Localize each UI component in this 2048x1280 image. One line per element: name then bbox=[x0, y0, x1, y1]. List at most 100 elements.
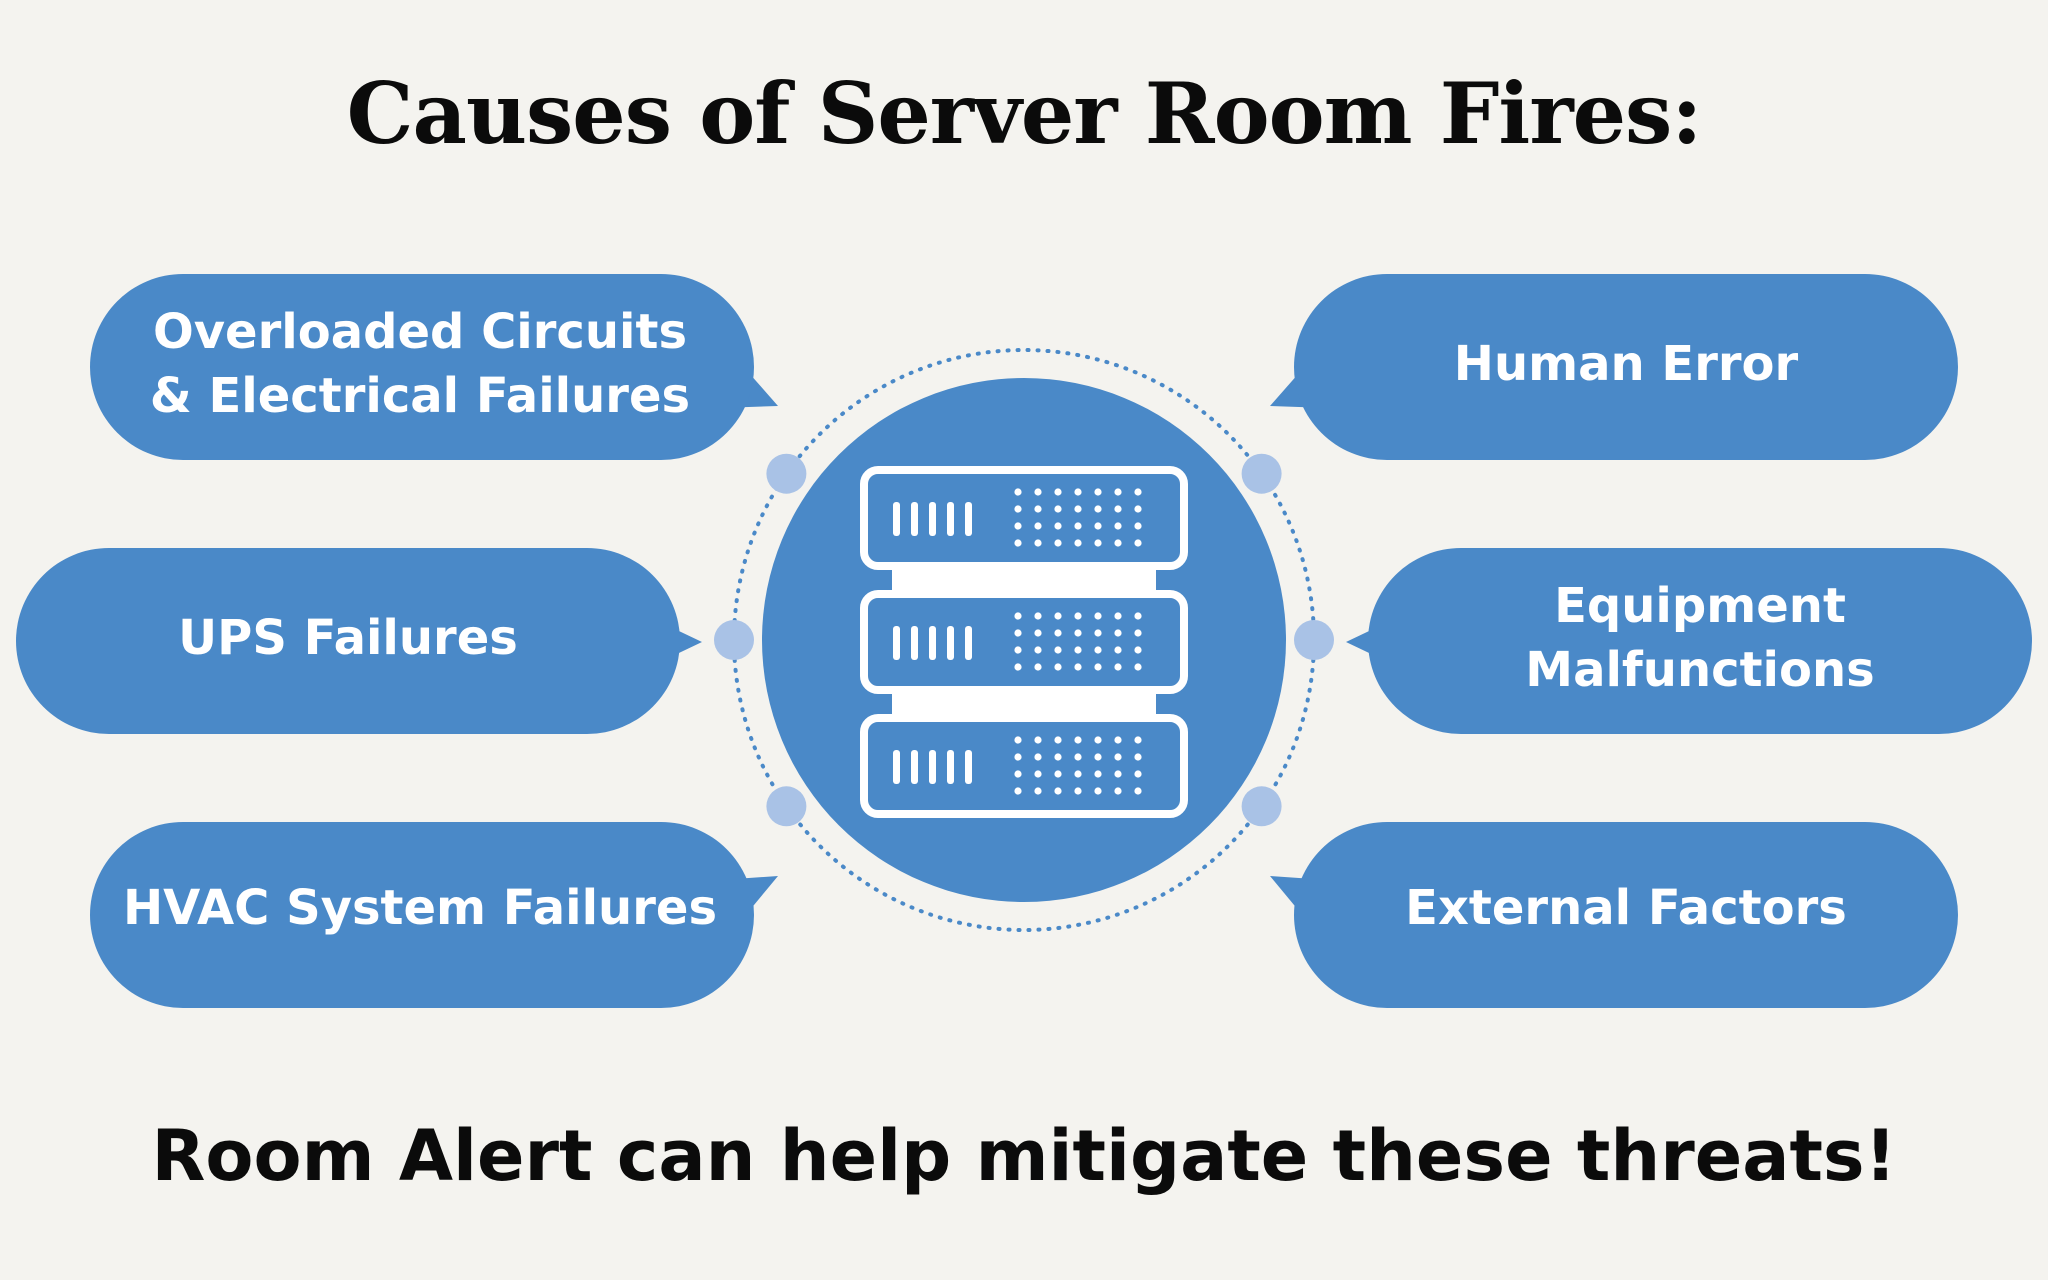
led-dot bbox=[1114, 505, 1122, 513]
led-dot bbox=[1034, 770, 1042, 778]
orbit-node bbox=[1241, 453, 1282, 494]
led-dot bbox=[1074, 488, 1082, 496]
led-dot bbox=[1134, 663, 1142, 671]
vent-bar bbox=[911, 750, 918, 784]
bubble-label-line: Malfunctions bbox=[1525, 642, 1874, 698]
led-dot bbox=[1094, 612, 1102, 620]
vent-bar bbox=[947, 502, 954, 536]
orbit-node bbox=[1294, 620, 1334, 660]
led-dot bbox=[1094, 488, 1102, 496]
bubble-label-line: & Electrical Failures bbox=[150, 368, 690, 424]
bubble-label-line: UPS Failures bbox=[178, 610, 518, 666]
led-dot bbox=[1034, 753, 1042, 761]
footer-tagline: Room Alert can help mitigate these threa… bbox=[151, 1115, 1897, 1197]
orbit-node bbox=[1241, 786, 1282, 827]
led-dot bbox=[1114, 629, 1122, 637]
vent-bar bbox=[929, 750, 936, 784]
led-dot bbox=[1054, 629, 1062, 637]
led-dot bbox=[1134, 505, 1142, 513]
led-dot bbox=[1134, 646, 1142, 654]
vent-bar bbox=[893, 502, 900, 536]
led-dot bbox=[1114, 770, 1122, 778]
vent-bar bbox=[965, 502, 972, 536]
led-dot bbox=[1134, 488, 1142, 496]
led-dot bbox=[1094, 505, 1102, 513]
led-dot bbox=[1094, 753, 1102, 761]
cause-bubble-ups-failures: UPS Failures bbox=[16, 548, 702, 734]
led-dot bbox=[1054, 736, 1062, 744]
vent-bar bbox=[965, 626, 972, 660]
led-dot bbox=[1014, 753, 1022, 761]
server-unit-frame bbox=[860, 714, 1188, 818]
led-dot bbox=[1134, 787, 1142, 795]
server-unit bbox=[860, 466, 1188, 570]
led-dot bbox=[1074, 522, 1082, 530]
vent-bar bbox=[893, 750, 900, 784]
bubble-label-line: Overloaded Circuits bbox=[153, 304, 687, 360]
bubble-label: HVAC System Failures bbox=[123, 880, 717, 936]
vent-bar bbox=[929, 626, 936, 660]
led-dot bbox=[1134, 736, 1142, 744]
led-dot bbox=[1114, 522, 1122, 530]
led-dot bbox=[1034, 505, 1042, 513]
led-dot bbox=[1014, 663, 1022, 671]
led-dot bbox=[1054, 612, 1062, 620]
server-rack-icon bbox=[860, 466, 1188, 818]
cause-bubble-human-error: Human Error bbox=[1270, 274, 1958, 460]
bubble-label-line: External Factors bbox=[1405, 880, 1847, 936]
bubble-body bbox=[1368, 548, 2032, 734]
led-dot bbox=[1114, 488, 1122, 496]
led-dot bbox=[1074, 646, 1082, 654]
led-dot bbox=[1034, 488, 1042, 496]
led-dot bbox=[1054, 505, 1062, 513]
led-dot bbox=[1094, 736, 1102, 744]
bubble-body bbox=[90, 822, 754, 1008]
led-dot bbox=[1134, 770, 1142, 778]
vent-bar bbox=[947, 626, 954, 660]
led-dot bbox=[1034, 629, 1042, 637]
led-dot bbox=[1034, 646, 1042, 654]
bubble-body bbox=[1294, 822, 1958, 1008]
vent-bar bbox=[911, 502, 918, 536]
led-dot bbox=[1134, 629, 1142, 637]
led-dot bbox=[1014, 736, 1022, 744]
cause-bubble-overloaded-circuits: Overloaded Circuits & Electrical Failures bbox=[90, 274, 778, 460]
led-dot bbox=[1114, 753, 1122, 761]
bubble-label-line: Human Error bbox=[1454, 336, 1799, 392]
server-unit bbox=[860, 714, 1188, 818]
led-dot bbox=[1134, 612, 1142, 620]
led-dot bbox=[1094, 539, 1102, 547]
led-dot bbox=[1034, 522, 1042, 530]
led-dot bbox=[1074, 612, 1082, 620]
led-dot bbox=[1014, 488, 1022, 496]
led-dot bbox=[1054, 663, 1062, 671]
led-dot bbox=[1094, 646, 1102, 654]
led-dot bbox=[1054, 770, 1062, 778]
server-unit-frame bbox=[860, 590, 1188, 694]
led-dot bbox=[1054, 539, 1062, 547]
led-dot bbox=[1074, 505, 1082, 513]
led-dot bbox=[1034, 736, 1042, 744]
led-dot bbox=[1114, 736, 1122, 744]
led-dot bbox=[1114, 646, 1122, 654]
bubble-label: Human Error bbox=[1454, 336, 1799, 392]
led-dot bbox=[1074, 787, 1082, 795]
led-dot bbox=[1094, 663, 1102, 671]
vent-bar bbox=[929, 502, 936, 536]
led-dot bbox=[1094, 770, 1102, 778]
led-dot bbox=[1054, 488, 1062, 496]
vent-bar bbox=[893, 626, 900, 660]
led-dot bbox=[1134, 753, 1142, 761]
led-dot bbox=[1074, 770, 1082, 778]
server-unit-frame bbox=[860, 466, 1188, 570]
led-dot bbox=[1094, 787, 1102, 795]
led-dot bbox=[1134, 522, 1142, 530]
led-dot bbox=[1054, 787, 1062, 795]
orbit-node bbox=[714, 620, 754, 660]
led-dot bbox=[1034, 663, 1042, 671]
orbit-node bbox=[766, 453, 807, 494]
led-dot bbox=[1014, 646, 1022, 654]
led-dot bbox=[1074, 753, 1082, 761]
